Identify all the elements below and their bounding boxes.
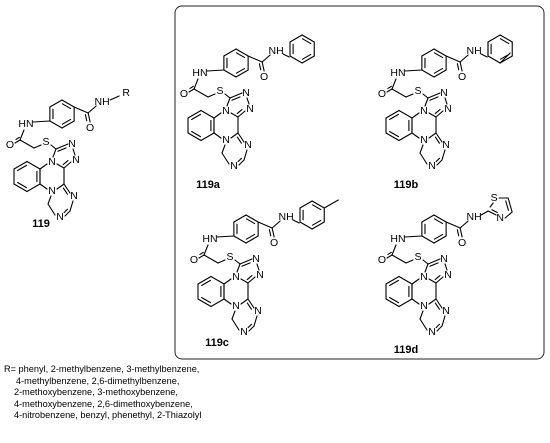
r-definition-line-5: 4-nitrobenzene, benzyl, phenethyl, 2-Thi…: [14, 410, 202, 421]
compound-119-label: 119: [32, 218, 50, 230]
compound-119c-lower-triazole-n-atom-1: N: [254, 305, 262, 317]
compound-119d-thiazole-n-atom: N: [496, 212, 504, 224]
compound-119-bridge-n-atom-1: N: [48, 156, 56, 168]
compound-119-triazole-n-atom-2: N: [72, 154, 80, 166]
compound-119d-bridge-n-atom-1: N: [420, 271, 428, 283]
analogues-frame: [174, 5, 545, 360]
compound-119d-thioether-s-atom: S: [414, 251, 421, 263]
compound-119b-label: 119b: [394, 179, 419, 191]
r-substituent-definition: R= phenyl, 2-methylbenzene, 3-methylbenz…: [4, 364, 201, 422]
r-definition-line-2: 4-methylbenzene, 2,6-dimethylbenzene,: [16, 375, 180, 386]
compound-119a-amide-o-atom: O: [260, 71, 268, 83]
compound-119d-amide-o-atom: O: [458, 237, 466, 249]
compound-119-amide-nh-atom: NH: [95, 96, 110, 108]
compound-119-triazole-n-atom-1: N: [68, 138, 76, 150]
compound-119-lower-triazole-n-atom-1: N: [70, 190, 78, 202]
compound-119b-triazole-n-atom-1: N: [440, 87, 448, 99]
compound-119-thioether-s-atom: S: [42, 136, 49, 148]
compound-119c-hn-atom: HN: [202, 233, 217, 245]
r-definition-line-3: 2-methoxybenzene, 3-methoxybenzene,: [14, 387, 178, 398]
compound-119d-lower-triazole-n-atom-2: N: [428, 326, 436, 338]
compound-119c-amide-o-atom: O: [270, 237, 278, 249]
compound-119c-lower-triazole-n-atom-2: N: [240, 326, 248, 338]
compound-119c-bridge-n-atom-1: N: [232, 271, 240, 283]
compound-119a-hn-atom: HN: [192, 67, 207, 79]
compound-119c-label: 119c: [205, 337, 229, 349]
compound-119a-thioether-s-atom: S: [216, 85, 223, 97]
compound-119d-triazole-n-atom-1: N: [440, 253, 448, 265]
compound-119a-triazole-n-atom-2: N: [246, 103, 254, 115]
compound-119d-bridge-n-atom-2: N: [420, 300, 428, 312]
compound-119b-bridge-n-atom-1: N: [420, 105, 428, 117]
r-definition-line-4: 4-methoxybenzene, 2,6-dimethoxybenzene,: [14, 398, 193, 409]
compound-119-hn-atom: HN: [18, 118, 33, 130]
compound-119a-amide-nh-atom: NH: [269, 45, 284, 57]
compound-119-r-group: R: [122, 87, 130, 99]
compound-119a-label: 119a: [196, 179, 221, 191]
compound-119a-lower-triazole-n-atom-1: N: [244, 139, 252, 151]
compound-119b-lower-triazole-n-atom-1: N: [442, 139, 450, 151]
compound-119b-lower-triazole-n-atom-2: N: [428, 160, 436, 172]
compound-119-acetamide-o-atom: O: [6, 139, 14, 151]
compound-119c-bridge-n-atom-2: N: [232, 300, 240, 312]
compound-119-lower-triazole-n-atom-2: N: [56, 211, 64, 223]
compound-119a-triazole-n-atom-1: N: [242, 87, 250, 99]
r-definition-line-1: R= phenyl, 2-methylbenzene, 3-methylbenz…: [4, 364, 200, 374]
compound-119c-amide-nh-atom: NH: [279, 211, 294, 223]
compound-119d-amide-nh-atom: NH: [467, 211, 482, 223]
compound-119b-thioether-s-atom: S: [414, 85, 421, 97]
compound-119d-triazole-n-atom-2: N: [444, 269, 452, 281]
compound-119c-thioether-s-atom: S: [226, 251, 233, 263]
compound-119a-acetamide-o-atom: O: [180, 88, 188, 100]
compound-119c-triazole-n-atom-1: N: [252, 253, 260, 265]
compound-119b-amide-nh-atom: NH: [467, 45, 482, 57]
compound-119-amide-o-atom: O: [86, 122, 94, 134]
compound-119c-acetamide-o-atom: O: [190, 254, 198, 266]
compound-119d-lower-triazole-n-atom-1: N: [442, 305, 450, 317]
compound-119b-amide-o-atom: O: [458, 71, 466, 83]
compound-119a-bridge-n-atom-2: N: [222, 134, 230, 146]
compound-119a-bridge-n-atom-1: N: [222, 105, 230, 117]
compound-119b-triazole-n-atom-2: N: [444, 103, 452, 115]
compound-119d-label: 119d: [394, 344, 418, 356]
compound-119a-lower-triazole-n-atom-2: N: [230, 160, 238, 172]
compound-119-bridge-n-atom-2: N: [48, 185, 56, 197]
compound-119d-hn-atom: HN: [390, 233, 405, 245]
compound-119b-bridge-n-atom-2: N: [420, 134, 428, 146]
compound-119c-triazole-n-atom-2: N: [256, 269, 264, 281]
compound-119b-hn-atom: HN: [390, 67, 405, 79]
compound-119d-thiazole-s-atom: S: [491, 192, 498, 204]
compound-119b-acetamide-o-atom: O: [378, 88, 386, 100]
compound-119d-acetamide-o-atom: O: [378, 254, 386, 266]
